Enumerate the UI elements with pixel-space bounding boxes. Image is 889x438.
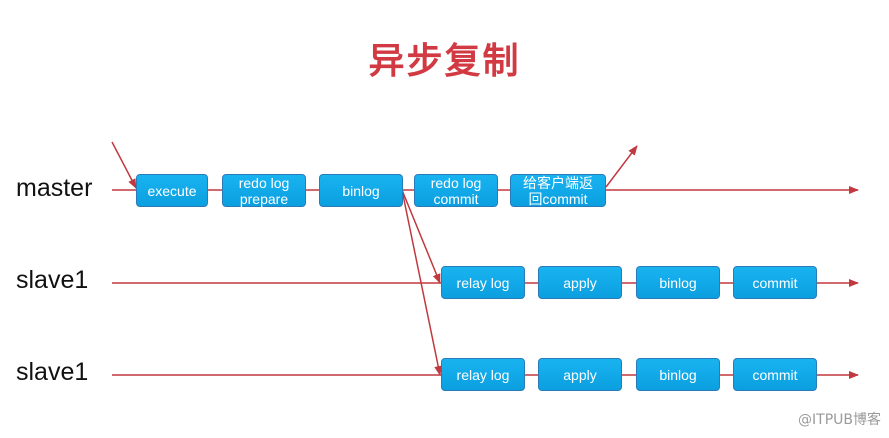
slave2-step-binlog: binlog [636, 358, 720, 391]
slave2-step-commit: commit [733, 358, 817, 391]
response-out-arrow [605, 145, 638, 188]
slave1-step-commit: commit [733, 266, 817, 299]
slave1-step-binlog: binlog [636, 266, 720, 299]
master-step-return-commit: 给客户端返 回commit [510, 174, 606, 207]
binlog-to-slave1-arrow [401, 189, 441, 284]
diagram-title: 异步复制 [368, 41, 521, 82]
master-step-redo-commit: redo log commit [414, 174, 498, 207]
row-label-slave1: slave1 [16, 266, 89, 294]
master-step-redo-prepare: redo log prepare [222, 174, 306, 207]
binlog-to-slave2-arrow [401, 189, 443, 376]
request-in-arrow [111, 141, 137, 189]
slave2-step-relay-log: relay log [441, 358, 525, 391]
master-step-binlog: binlog [319, 174, 403, 207]
master-step-execute: execute [136, 174, 208, 207]
slave1-step-apply: apply [538, 266, 622, 299]
watermark: @ITPUB博客 [798, 412, 881, 428]
row-label-master: master [16, 174, 93, 202]
row-label-slave2: slave1 [16, 358, 89, 386]
slave2-step-apply: apply [538, 358, 622, 391]
slave1-step-relay-log: relay log [441, 266, 525, 299]
